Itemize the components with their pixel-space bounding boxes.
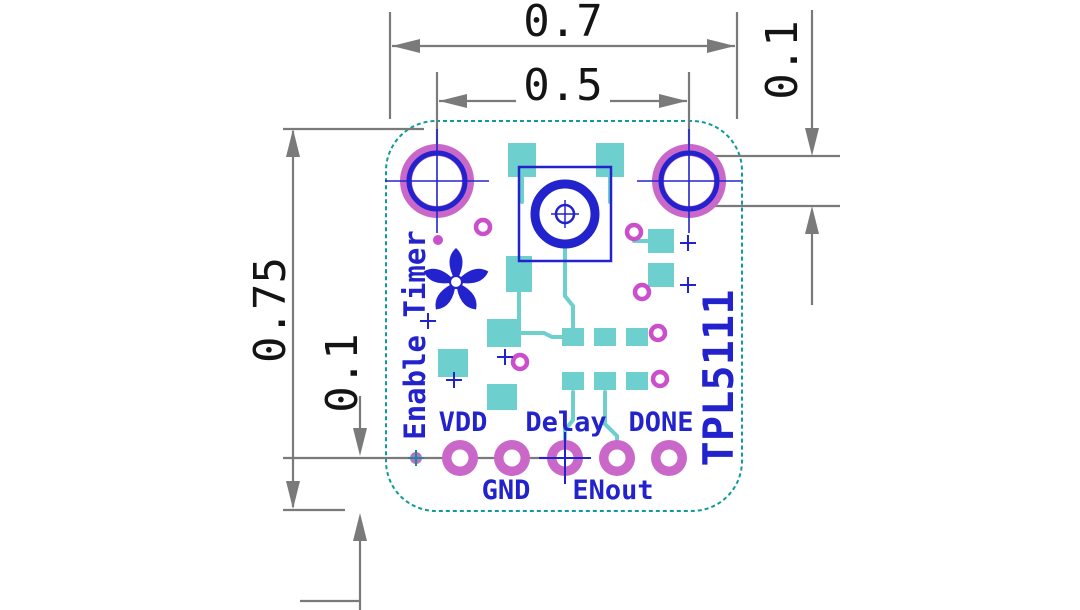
board-outline — [385, 120, 743, 512]
chip-pad — [562, 328, 584, 346]
chip-pad — [626, 328, 648, 346]
smd-pad — [487, 384, 517, 410]
via — [473, 217, 493, 237]
logo-center — [449, 275, 463, 289]
dim-overall-height-label: 0.75 — [245, 257, 296, 363]
arrowhead-down — [353, 428, 367, 456]
cross-icon — [446, 372, 462, 388]
silk-label-delay: Delay — [525, 407, 606, 438]
arrowhead-up — [353, 513, 367, 541]
mounting-hole-right — [637, 129, 741, 233]
smd-pad — [508, 143, 536, 177]
dim-hole-spacing-label: 0.5 — [523, 60, 602, 111]
chip-pad — [626, 372, 648, 390]
silk-crosses — [420, 235, 696, 388]
chip-pad — [594, 328, 616, 346]
arrowhead-right — [707, 39, 735, 53]
chip-pad — [594, 372, 616, 390]
trace — [563, 242, 575, 330]
via-dot — [433, 235, 443, 245]
pad-drill — [503, 449, 521, 467]
cross-icon — [420, 313, 436, 329]
cross-icon — [497, 349, 513, 365]
smd-pad — [648, 263, 674, 287]
pad-row — [408, 432, 687, 484]
silk-label-vdd: VDD — [439, 407, 488, 438]
dim-pad-row-inset-label: 0.1 — [317, 333, 368, 412]
via — [648, 323, 668, 343]
chip-pad — [562, 372, 584, 390]
adafruit-logo-icon — [423, 248, 489, 310]
arrowhead-right — [659, 94, 687, 108]
arrowhead-down — [805, 128, 819, 156]
pad-drill — [451, 449, 469, 467]
arrowhead-up — [805, 206, 819, 234]
pad-drill — [608, 449, 626, 467]
cross-icon — [680, 277, 696, 293]
arrowhead-left — [439, 94, 467, 108]
trace — [519, 331, 564, 339]
component-outline — [517, 165, 613, 263]
center-component — [517, 165, 613, 263]
smd-pad — [648, 229, 674, 253]
via — [624, 222, 644, 242]
via — [632, 282, 652, 302]
via — [510, 352, 530, 372]
mounting-hole-left — [385, 129, 489, 233]
silk-label-enable-timer: Enable Timer — [398, 230, 432, 440]
arrowhead-up — [286, 129, 300, 157]
silk-label-enout: ENout — [572, 475, 653, 506]
silk-label-gnd: GND — [482, 475, 531, 506]
via — [650, 369, 670, 389]
silk-label-done: DONE — [628, 407, 693, 438]
silk-label-chip: TPL5111 — [694, 289, 743, 466]
cross-icon — [680, 235, 696, 251]
pad-drill — [660, 449, 678, 467]
dim-overall-width-label: 0.7 — [523, 0, 602, 47]
smd-pad — [487, 319, 521, 347]
board-artwork: Enable Timer TPL5111 VDD Delay DONE GND … — [385, 129, 743, 506]
arrowhead-left — [392, 39, 420, 53]
dim-hole-drill-label: 0.1 — [757, 20, 808, 99]
arrowhead-down — [286, 481, 300, 509]
